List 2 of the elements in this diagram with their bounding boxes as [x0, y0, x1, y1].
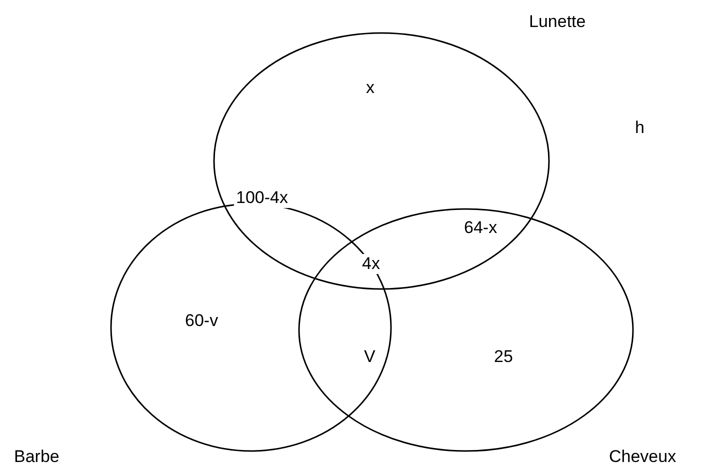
- region-value: 100-4x: [234, 188, 290, 208]
- region-value: 4x: [360, 254, 382, 274]
